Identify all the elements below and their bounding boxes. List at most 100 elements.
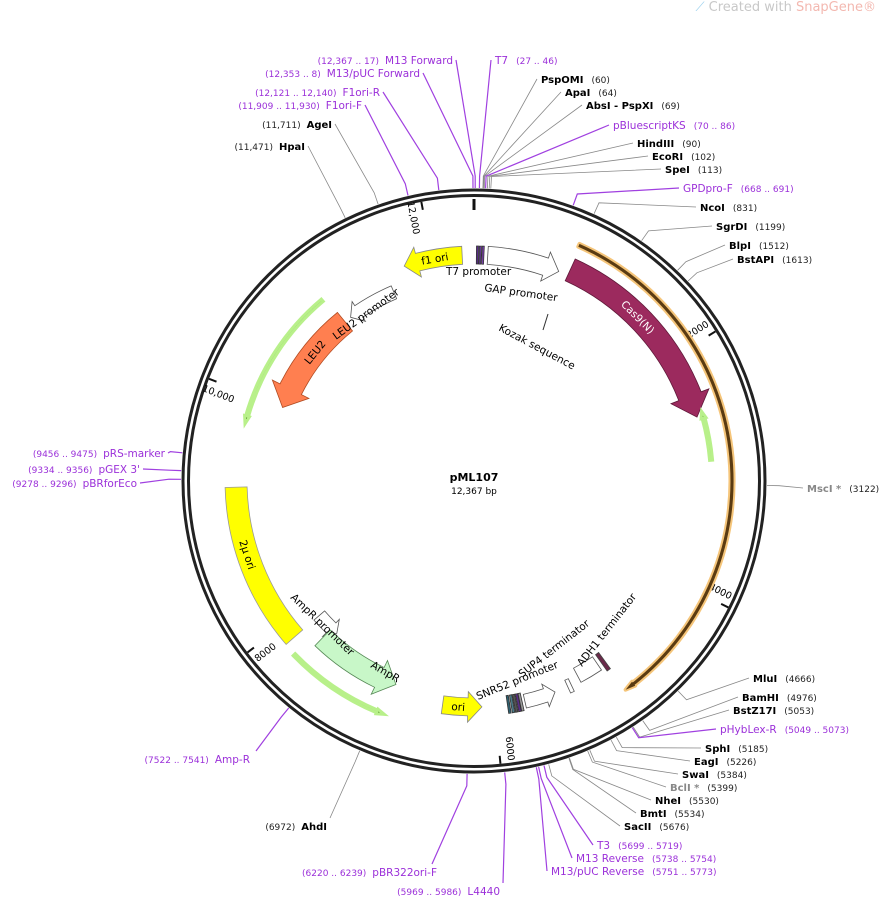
site-position: (70 .. 86) (694, 122, 735, 132)
snr52-bar-4[interactable] (517, 692, 525, 712)
snr52-bar-0[interactable] (505, 694, 512, 714)
site-position: (3122) (849, 485, 879, 495)
site-position: (831) (733, 204, 757, 214)
site-label-pspomi[interactable]: PspOMI(60) (541, 75, 610, 86)
site-label-gpdpro-f[interactable]: GPDpro-F(668 .. 691) (683, 183, 794, 195)
leader-line-bamhi (642, 696, 739, 731)
sup4-terminator-feature[interactable] (564, 678, 575, 694)
tick-mark (498, 755, 502, 764)
ampr-promoter-feature[interactable] (313, 610, 340, 638)
leader-line-bstapi (687, 258, 734, 282)
ampr-feature[interactable] (314, 629, 397, 695)
site-label-bmti[interactable]: BmtI(5534) (640, 809, 704, 820)
site-position: (113) (698, 166, 722, 176)
snr52-promoter-feature[interactable] (522, 683, 556, 709)
site-label-nhei[interactable]: NheI(5530) (655, 796, 719, 807)
site-label-blpi[interactable]: BlpI(1512) (729, 241, 789, 252)
leu2-promoter-feature[interactable] (350, 285, 398, 322)
site-label-swai[interactable]: SwaI (5384) (682, 770, 747, 781)
leader-line-agei (334, 123, 379, 205)
two-micron-ori-feature[interactable] (224, 486, 304, 645)
ampr-sub-arrow[interactable] (290, 651, 389, 717)
site-label-mlui[interactable]: MluI(4666) (753, 674, 815, 685)
leu2-sub-arrow[interactable] (243, 297, 326, 429)
site-label-m13-forward[interactable]: (12,367 .. 17)M13 Forward (318, 55, 453, 67)
leader-line-m13-puc-forward (422, 72, 474, 189)
site-label-phyblex-r[interactable]: pHybLex-R(5049 .. 5073) (720, 724, 849, 736)
plasmid-name: pML107 (450, 471, 499, 484)
site-name: SwaI (682, 770, 709, 781)
site-label-spei[interactable]: SpeI(113) (665, 165, 722, 176)
gap-promoter-feature[interactable] (486, 245, 560, 282)
site-position: (5053) (784, 707, 814, 717)
site-label-f1ori-r[interactable]: (12,121 .. 12,140)F1ori-R (255, 87, 380, 99)
site-label-bstapi[interactable]: BstAPI(1613) (737, 255, 812, 266)
site-label-bcli-[interactable]: BclI *(5399) (670, 783, 737, 794)
site-label-amp-r[interactable]: (7522 .. 7541)Amp-R (145, 754, 250, 766)
watermark-text: Created with (708, 0, 792, 15)
site-label-sacii[interactable]: SacII(5676) (624, 822, 689, 833)
cas9-sub-arrow[interactable] (699, 407, 715, 463)
site-label-m13-reverse[interactable]: M13 Reverse(5738 .. 5754) (576, 853, 716, 865)
adh1-terminator-feature[interactable] (572, 656, 603, 683)
site-label-sgrdi[interactable]: SgrDI(1199) (716, 222, 785, 233)
ori-feature[interactable] (440, 690, 483, 724)
site-label-m13-puc-reverse[interactable]: M13/pUC Reverse(5751 .. 5773) (551, 866, 716, 878)
leader-line-f1ori-f (364, 104, 409, 196)
site-label-m13-puc-forward[interactable]: (12,353 .. 8)M13/pUC Forward (265, 68, 420, 80)
t7-promoter-bar-2[interactable] (481, 245, 485, 265)
site-label-prs-marker[interactable]: (9456 .. 9475)pRS-marker (33, 448, 166, 460)
site-label-sphi[interactable]: SphI(5185) (705, 744, 768, 755)
site-position: (9334 .. 9356) (28, 466, 92, 476)
snr52-bar-2[interactable] (511, 693, 519, 713)
site-label-pgex-3-[interactable]: (9334 .. 9356)pGEX 3' (28, 464, 140, 476)
site-label-msci-[interactable]: MscI *(3122) (807, 484, 879, 495)
site-label-bamhi[interactable]: BamHI(4976) (742, 693, 817, 704)
site-label-ncoi[interactable]: NcoI(831) (700, 203, 757, 214)
site-name: EcoRI (652, 152, 683, 163)
site-label-pbluescriptks[interactable]: pBluescriptKS (70 .. 86) (613, 120, 735, 132)
watermark-brand: SnapGene® (795, 0, 876, 15)
f1-ori-feature[interactable] (403, 245, 464, 278)
site-position: (5049 .. 5073) (785, 726, 849, 736)
site-label-t3[interactable]: T3(5699 .. 5719) (596, 840, 682, 852)
site-position: (5185) (738, 745, 768, 755)
t7-promoter-bar-0[interactable] (475, 245, 479, 265)
site-label-pbrforeco[interactable]: (9278 .. 9296)pBRforEco (12, 478, 137, 490)
leader-line-pgex-3- (142, 468, 182, 472)
site-label-apai[interactable]: ApaI(64) (565, 88, 617, 99)
site-position: (5384) (717, 771, 747, 781)
site-label-bstz17i[interactable]: BstZ17I(5053) (733, 706, 814, 717)
site-label-agei[interactable]: (11,711)AgeI (262, 120, 332, 131)
leader-line-m13-forward (455, 59, 476, 188)
cas9-feature[interactable] (564, 258, 710, 418)
backbone-outer-strand (181, 188, 767, 774)
site-label-ecori[interactable]: EcoRI(102) (652, 152, 715, 163)
site-name: SacII (624, 822, 651, 833)
site-label-hpai[interactable]: (11,471)HpaI (234, 142, 305, 153)
leader-line-bmti (568, 758, 637, 814)
site-label-t7[interactable]: T7(27 .. 46) (494, 55, 557, 67)
site-label-absi-pspxi[interactable]: AbsI - PspXI(69) (586, 101, 680, 112)
site-label-hindiii[interactable]: HindIII(90) (637, 139, 701, 150)
leader-line-nhei (569, 757, 652, 801)
site-position: (4666) (785, 675, 815, 685)
snr52-bar-1[interactable] (508, 694, 516, 714)
t7-promoter-bar-1[interactable] (478, 245, 482, 265)
adh1-marker[interactable] (595, 651, 611, 672)
site-label-f1ori-f[interactable]: (11,909 .. 11,930)F1ori-F (238, 100, 362, 112)
site-name: AgeI (307, 120, 332, 131)
site-label-l4440[interactable]: (5969 .. 5986)L4440 (397, 886, 500, 898)
ori-label: ori (451, 701, 465, 714)
snapgene-watermark: ⟋Created with SnapGene® (696, 0, 876, 15)
site-name: M13 Reverse (576, 853, 644, 865)
site-label-eagi[interactable]: EagI(5226) (694, 757, 756, 768)
site-name: pBluescriptKS (613, 120, 686, 132)
snr52-bar-3[interactable] (514, 693, 522, 713)
site-position: (27 .. 46) (516, 57, 557, 67)
leu2-feature[interactable] (271, 311, 354, 409)
site-label-ahdi[interactable]: (6972)AhdI (265, 822, 327, 833)
site-label-pbr322ori-f[interactable]: (6220 .. 6239)pBR322ori-F (302, 867, 437, 879)
